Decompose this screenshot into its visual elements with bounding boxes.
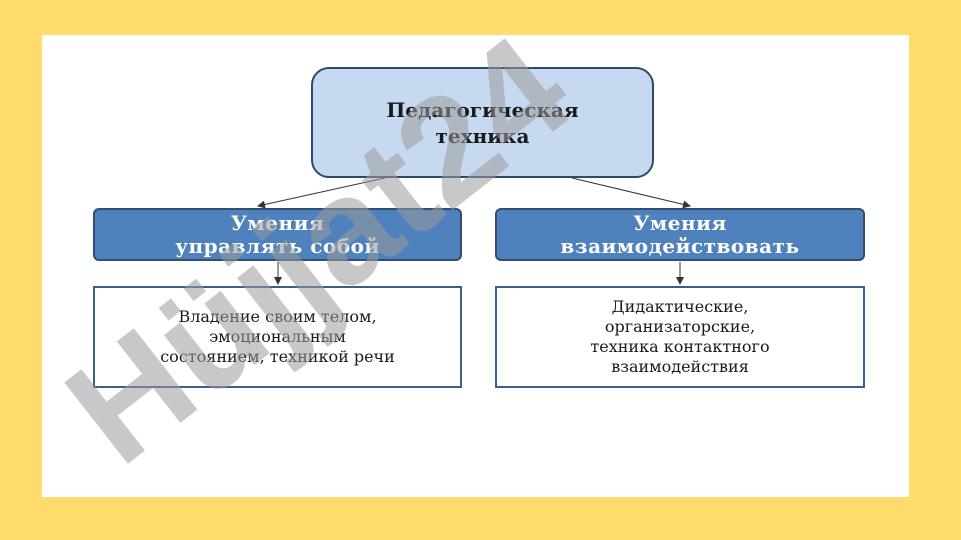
root-to-right-arrow bbox=[571, 177, 691, 209]
skill-node-self-control-label: Умения управлять собой bbox=[175, 210, 380, 258]
detail-node-interaction: Дидактические, организаторские, техника … bbox=[495, 286, 865, 388]
skill-node-self-control: Умения управлять собой bbox=[93, 208, 462, 261]
skill-node-interaction: Умения взаимодействовать bbox=[495, 208, 865, 261]
skill-node-interaction-label: Умения взаимодействовать bbox=[560, 210, 800, 258]
detail-node-self-control: Владение своим телом, эмоциональным сост… bbox=[93, 286, 462, 388]
root-to-left-arrow bbox=[257, 177, 386, 209]
root-node-label: Педагогическая техника bbox=[386, 97, 579, 148]
detail-node-self-control-text: Владение своим телом, эмоциональным сост… bbox=[160, 307, 395, 366]
detail-node-interaction-text: Дидактические, организаторские, техника … bbox=[590, 297, 770, 376]
root-node: Педагогическая техника bbox=[311, 67, 654, 178]
